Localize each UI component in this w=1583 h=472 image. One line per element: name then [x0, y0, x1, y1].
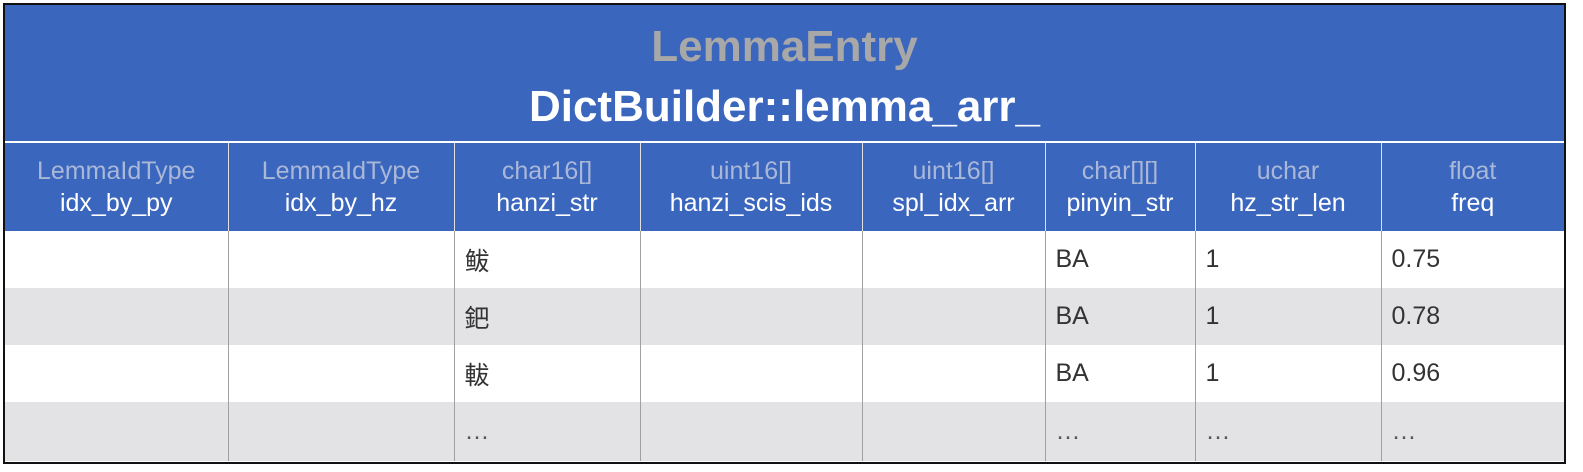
cell-pinyin-str: BA: [1044, 231, 1195, 288]
table-header-row: LemmaIdType idx_by_py LemmaIdType idx_by_h…: [5, 143, 1564, 231]
column-type: LemmaIdType: [37, 157, 196, 185]
column-header-idx-by-py: LemmaIdType idx_by_py: [5, 143, 228, 231]
cell-idx-by-py: [5, 231, 228, 288]
struct-type-title: LemmaEntry: [651, 22, 918, 71]
cell-idx-by-py: [5, 345, 228, 402]
column-type: char16[]: [501, 157, 593, 185]
cell-freq: 0.96: [1380, 345, 1564, 402]
cell-pinyin-str: …: [1044, 402, 1195, 461]
column-type: uint16[]: [912, 157, 995, 185]
table-row: 鲅 BA 1 0.75: [5, 231, 1564, 288]
column-header-idx-by-hz: LemmaIdType idx_by_hz: [227, 143, 454, 231]
cell-freq: 0.78: [1380, 288, 1564, 345]
column-name: hanzi_str: [496, 189, 598, 217]
table-row: … … … …: [5, 402, 1564, 461]
column-name: hanzi_scis_ids: [669, 189, 833, 217]
column-type: uint16[]: [709, 157, 792, 185]
column-type: float: [1449, 157, 1497, 185]
cell-idx-by-py: [5, 402, 228, 461]
cell-hanzi-scis-ids: [639, 402, 862, 461]
column-type: uchar: [1256, 157, 1320, 185]
column-header-hz-str-len: uchar hz_str_len: [1194, 143, 1381, 231]
column-name: freq: [1451, 189, 1495, 217]
cell-hz-str-len: 1: [1194, 288, 1381, 345]
cell-idx-by-hz: [227, 345, 454, 402]
cell-hanzi-str: …: [453, 402, 640, 461]
column-header-hanzi-str: char16[] hanzi_str: [453, 143, 640, 231]
cell-hanzi-str: 鈀: [453, 288, 640, 345]
cell-freq: 0.75: [1380, 231, 1564, 288]
cell-spl-idx-arr: [861, 231, 1045, 288]
column-name: idx_by_hz: [284, 189, 398, 217]
column-name: spl_idx_arr: [892, 189, 1015, 217]
cell-spl-idx-arr: [861, 345, 1045, 402]
cell-idx-by-hz: [227, 231, 454, 288]
column-header-hanzi-scis-ids: uint16[] hanzi_scis_ids: [639, 143, 862, 231]
column-name: hz_str_len: [1230, 189, 1346, 217]
column-type: LemmaIdType: [261, 157, 421, 185]
cell-hanzi-scis-ids: [639, 345, 862, 402]
array-variable-title: DictBuilder::lemma_arr_: [528, 82, 1041, 131]
cell-hanzi-scis-ids: [639, 288, 862, 345]
table-row: 鈀 BA 1 0.78: [5, 288, 1564, 345]
cell-pinyin-str: BA: [1044, 345, 1195, 402]
cell-freq: …: [1380, 402, 1564, 461]
lemma-table-frame: LemmaEntry DictBuilder::lemma_arr_ Lemma…: [3, 3, 1566, 464]
cell-spl-idx-arr: [861, 288, 1045, 345]
cell-hz-str-len: …: [1194, 402, 1381, 461]
lemma-array-table: LemmaIdType idx_by_py LemmaIdType idx_by_h…: [5, 143, 1564, 461]
table-row: 軷 BA 1 0.96: [5, 345, 1564, 402]
cell-idx-by-hz: [227, 288, 454, 345]
column-type: char[][]: [1081, 157, 1159, 185]
column-header-spl-idx-arr: uint16[] spl_idx_arr: [861, 143, 1045, 231]
column-header-freq: float freq: [1380, 143, 1564, 231]
cell-hanzi-str: 鲅: [453, 231, 640, 288]
cell-hanzi-scis-ids: [639, 231, 862, 288]
table-title-band: LemmaEntry DictBuilder::lemma_arr_: [5, 5, 1564, 143]
cell-idx-by-hz: [227, 402, 454, 461]
cell-hanzi-str: 軷: [453, 345, 640, 402]
column-name: idx_by_py: [59, 189, 173, 217]
cell-hz-str-len: 1: [1194, 231, 1381, 288]
column-header-pinyin-str: char[][] pinyin_str: [1044, 143, 1195, 231]
cell-pinyin-str: BA: [1044, 288, 1195, 345]
cell-idx-by-py: [5, 288, 228, 345]
column-name: pinyin_str: [1066, 189, 1174, 217]
cell-hz-str-len: 1: [1194, 345, 1381, 402]
cell-spl-idx-arr: [861, 402, 1045, 461]
